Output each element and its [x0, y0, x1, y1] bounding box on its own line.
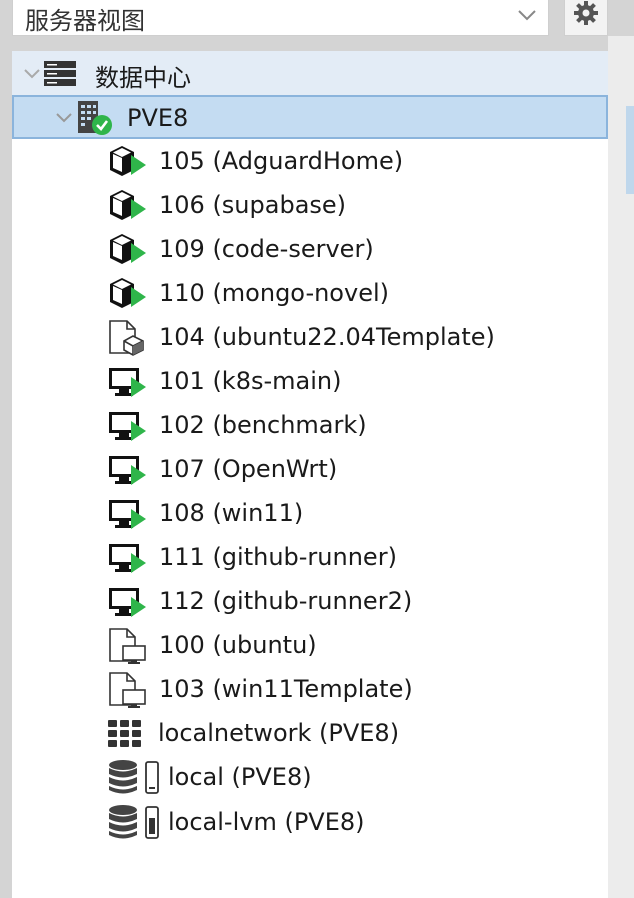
vm-running-icon — [107, 583, 146, 619]
vm-running-icon — [107, 407, 146, 443]
datacenter-icon — [42, 55, 78, 91]
tree-item-guest[interactable]: 104 (ubuntu22.04Template) — [12, 315, 608, 359]
guest-label: 101 (k8s-main) — [159, 367, 342, 395]
guest-label: 108 (win11) — [159, 499, 304, 527]
guest-label: 107 (OpenWrt) — [159, 455, 338, 483]
guest-label: 105 (AdguardHome) — [159, 147, 404, 175]
view-selector-value: 服务器视图 — [25, 7, 145, 35]
side-panel-edge — [608, 36, 634, 898]
vm-running-icon — [107, 539, 146, 575]
container-template-icon — [107, 319, 144, 356]
network-grid-icon — [107, 717, 143, 753]
container-running-icon — [107, 143, 146, 179]
view-selector[interactable]: 服务器视图 — [12, 0, 549, 36]
guest-label: 102 (benchmark) — [159, 411, 367, 439]
tree-item-guest[interactable]: 109 (code-server) — [12, 227, 608, 271]
chevron-down-icon[interactable] — [54, 108, 74, 128]
tree-item-guest[interactable]: 103 (win11Template) — [12, 667, 608, 711]
chevron-down-icon[interactable] — [22, 64, 42, 84]
tree-item-guest[interactable]: 112 (github-runner2) — [12, 579, 608, 623]
tree-item-guest[interactable]: 107 (OpenWrt) — [12, 447, 608, 491]
vm-running-icon — [107, 495, 146, 531]
vm-running-icon — [107, 451, 146, 487]
guest-label: 111 (github-runner) — [159, 543, 397, 571]
guest-label: 110 (mongo-novel) — [159, 279, 389, 307]
tree-item-datacenter[interactable]: 数据中心 — [12, 51, 608, 95]
chevron-down-icon — [516, 4, 538, 31]
tree-item-network[interactable]: localnetwork (PVE8) — [12, 711, 608, 755]
tree-item-guest[interactable]: 108 (win11) — [12, 491, 608, 535]
container-running-icon — [107, 231, 146, 267]
resource-tree: 数据中心 PVE8 105 (AdguardHom — [12, 51, 608, 898]
storage-icon — [107, 759, 159, 795]
tree-item-guest[interactable]: 106 (supabase) — [12, 183, 608, 227]
node-online-icon — [74, 99, 112, 135]
tree-item-guest[interactable]: 100 (ubuntu) — [12, 623, 608, 667]
guest-label: 103 (win11Template) — [159, 675, 413, 703]
storage-icon — [107, 804, 159, 840]
tree-item-guest[interactable]: 110 (mongo-novel) — [12, 271, 608, 315]
tree-item-guest[interactable]: 101 (k8s-main) — [12, 359, 608, 403]
node-label: PVE8 — [127, 104, 189, 132]
vm-template-icon — [107, 627, 146, 664]
gear-icon — [573, 0, 599, 31]
guest-label: 106 (supabase) — [159, 191, 347, 219]
network-label: localnetwork (PVE8) — [158, 719, 400, 747]
vm-running-icon — [107, 363, 146, 399]
guest-label: 109 (code-server) — [159, 235, 374, 263]
container-running-icon — [107, 187, 146, 223]
guest-label: 104 (ubuntu22.04Template) — [159, 323, 495, 351]
guest-label: 100 (ubuntu) — [159, 631, 317, 659]
tree-item-guest[interactable]: 105 (AdguardHome) — [12, 139, 608, 183]
vm-template-icon — [107, 671, 146, 708]
side-panel-tab[interactable] — [626, 106, 634, 194]
tree-item-node-pve8[interactable]: PVE8 — [12, 95, 608, 139]
storage-label: local (PVE8) — [168, 763, 312, 791]
tree-item-storage[interactable]: local-lvm (PVE8) — [12, 800, 608, 844]
tree-item-guest[interactable]: 102 (benchmark) — [12, 403, 608, 447]
tree-item-guest[interactable]: 111 (github-runner) — [12, 535, 608, 579]
datacenter-label: 数据中心 — [95, 64, 191, 92]
container-running-icon — [107, 275, 146, 311]
guest-label: 112 (github-runner2) — [159, 587, 413, 615]
settings-button[interactable] — [564, 0, 608, 36]
tree-item-storage[interactable]: local (PVE8) — [12, 755, 608, 799]
storage-label: local-lvm (PVE8) — [168, 808, 365, 836]
